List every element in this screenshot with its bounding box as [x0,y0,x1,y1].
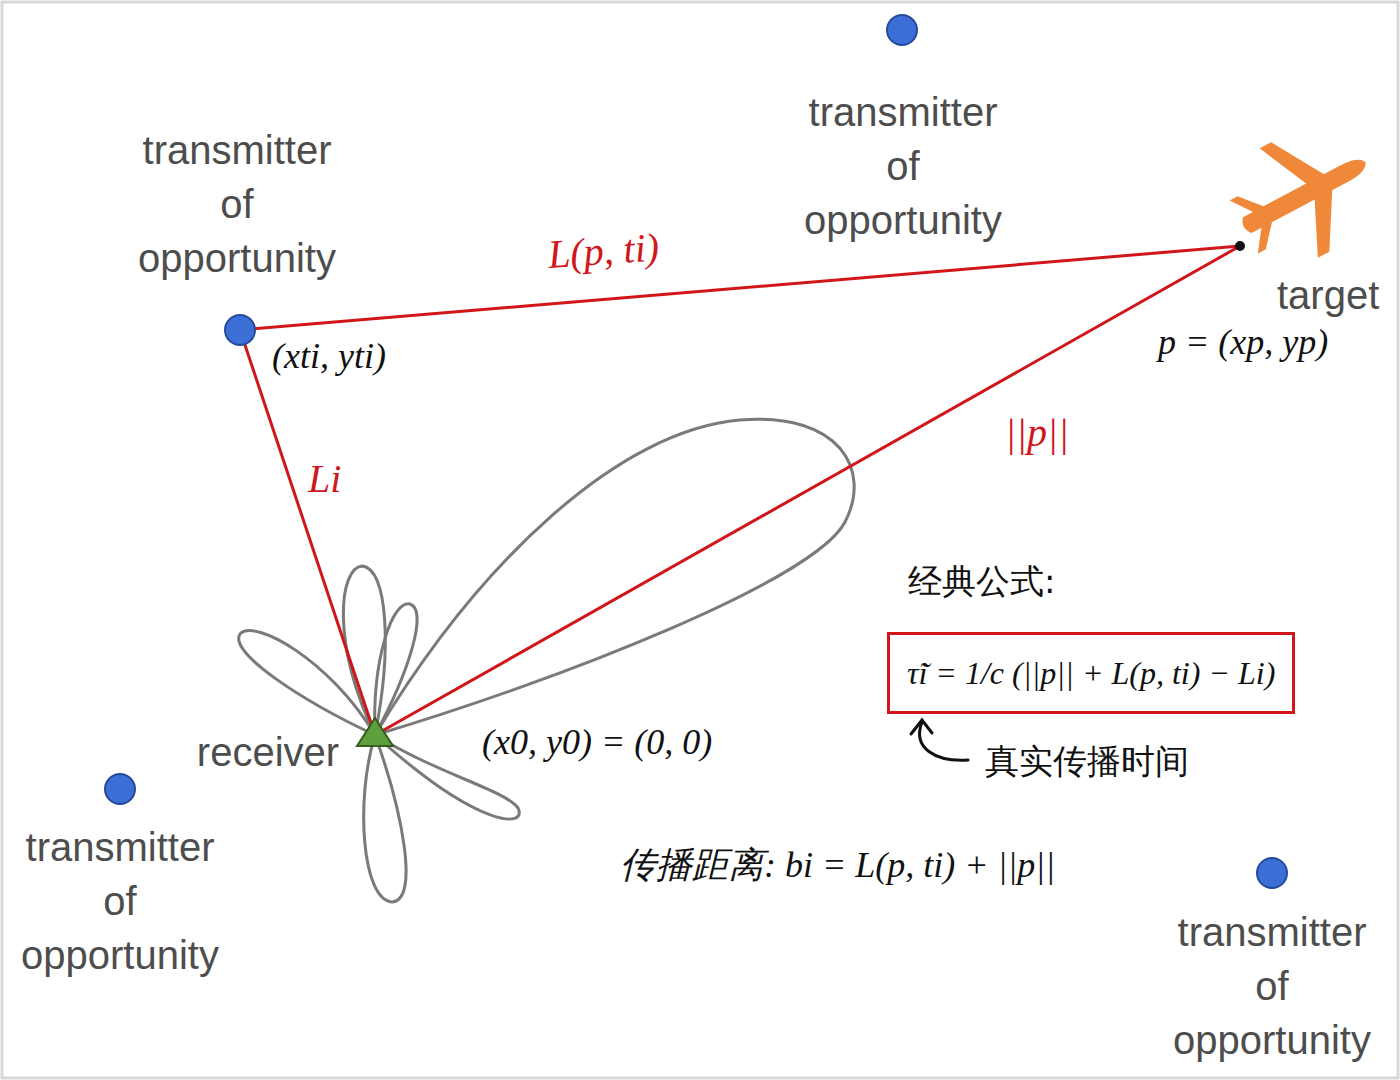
distance-formula: 传播距离: bi = L(p, ti) + ||p|| [620,845,1055,886]
baseline-label: Li [308,456,341,502]
receiver-label: receiver [197,729,339,775]
transmitter-dot [1257,858,1287,888]
coordinate-label: (x0, y0) = (0, 0) [482,722,712,763]
annotation-arrow [911,720,968,760]
note-text: 真实传播时间 [985,742,1189,781]
transmitter-target-line [240,246,1240,330]
transmitter-label: transmitter of opportunity [13,820,228,982]
tail-fin [1230,187,1265,220]
transmitters [105,15,1287,888]
formula-box: τ̃i = 1/c (||p|| + L(p, ti) − Li) [887,632,1295,714]
receiver-symbol [357,718,393,746]
antenna-pattern [239,419,854,902]
transmitter-dot [105,774,135,804]
tail-fin [1247,221,1282,254]
target-label: target [1277,272,1379,318]
coordinate-label: (xti, yti) [272,336,386,377]
path-length-label: L(p, ti) [546,224,660,278]
baseline [240,330,375,735]
main-lobe [375,419,854,735]
note-heading: 经典公式: [908,562,1055,601]
transmitter-dot [225,315,255,345]
target-point [1235,241,1245,251]
side-lobe [239,631,375,735]
transmitter-label: transmitter of opportunity [130,123,345,285]
formula-text: τ̃i = 1/c (||p|| + L(p, ti) − Li) [907,654,1275,692]
transmitter-label: transmitter of opportunity [1165,905,1380,1067]
side-lobe [364,735,406,902]
airplane-icon [1215,107,1395,281]
transmitter-dot [887,15,917,45]
transmitter-label: transmitter of opportunity [796,85,1011,247]
wing [1260,127,1325,196]
side-lobe [343,566,385,735]
wing [1293,189,1358,258]
range-label: ||p|| [1005,410,1069,456]
arrowhead [911,720,932,734]
coordinate-label: p = (xp, yp) [1158,322,1328,363]
